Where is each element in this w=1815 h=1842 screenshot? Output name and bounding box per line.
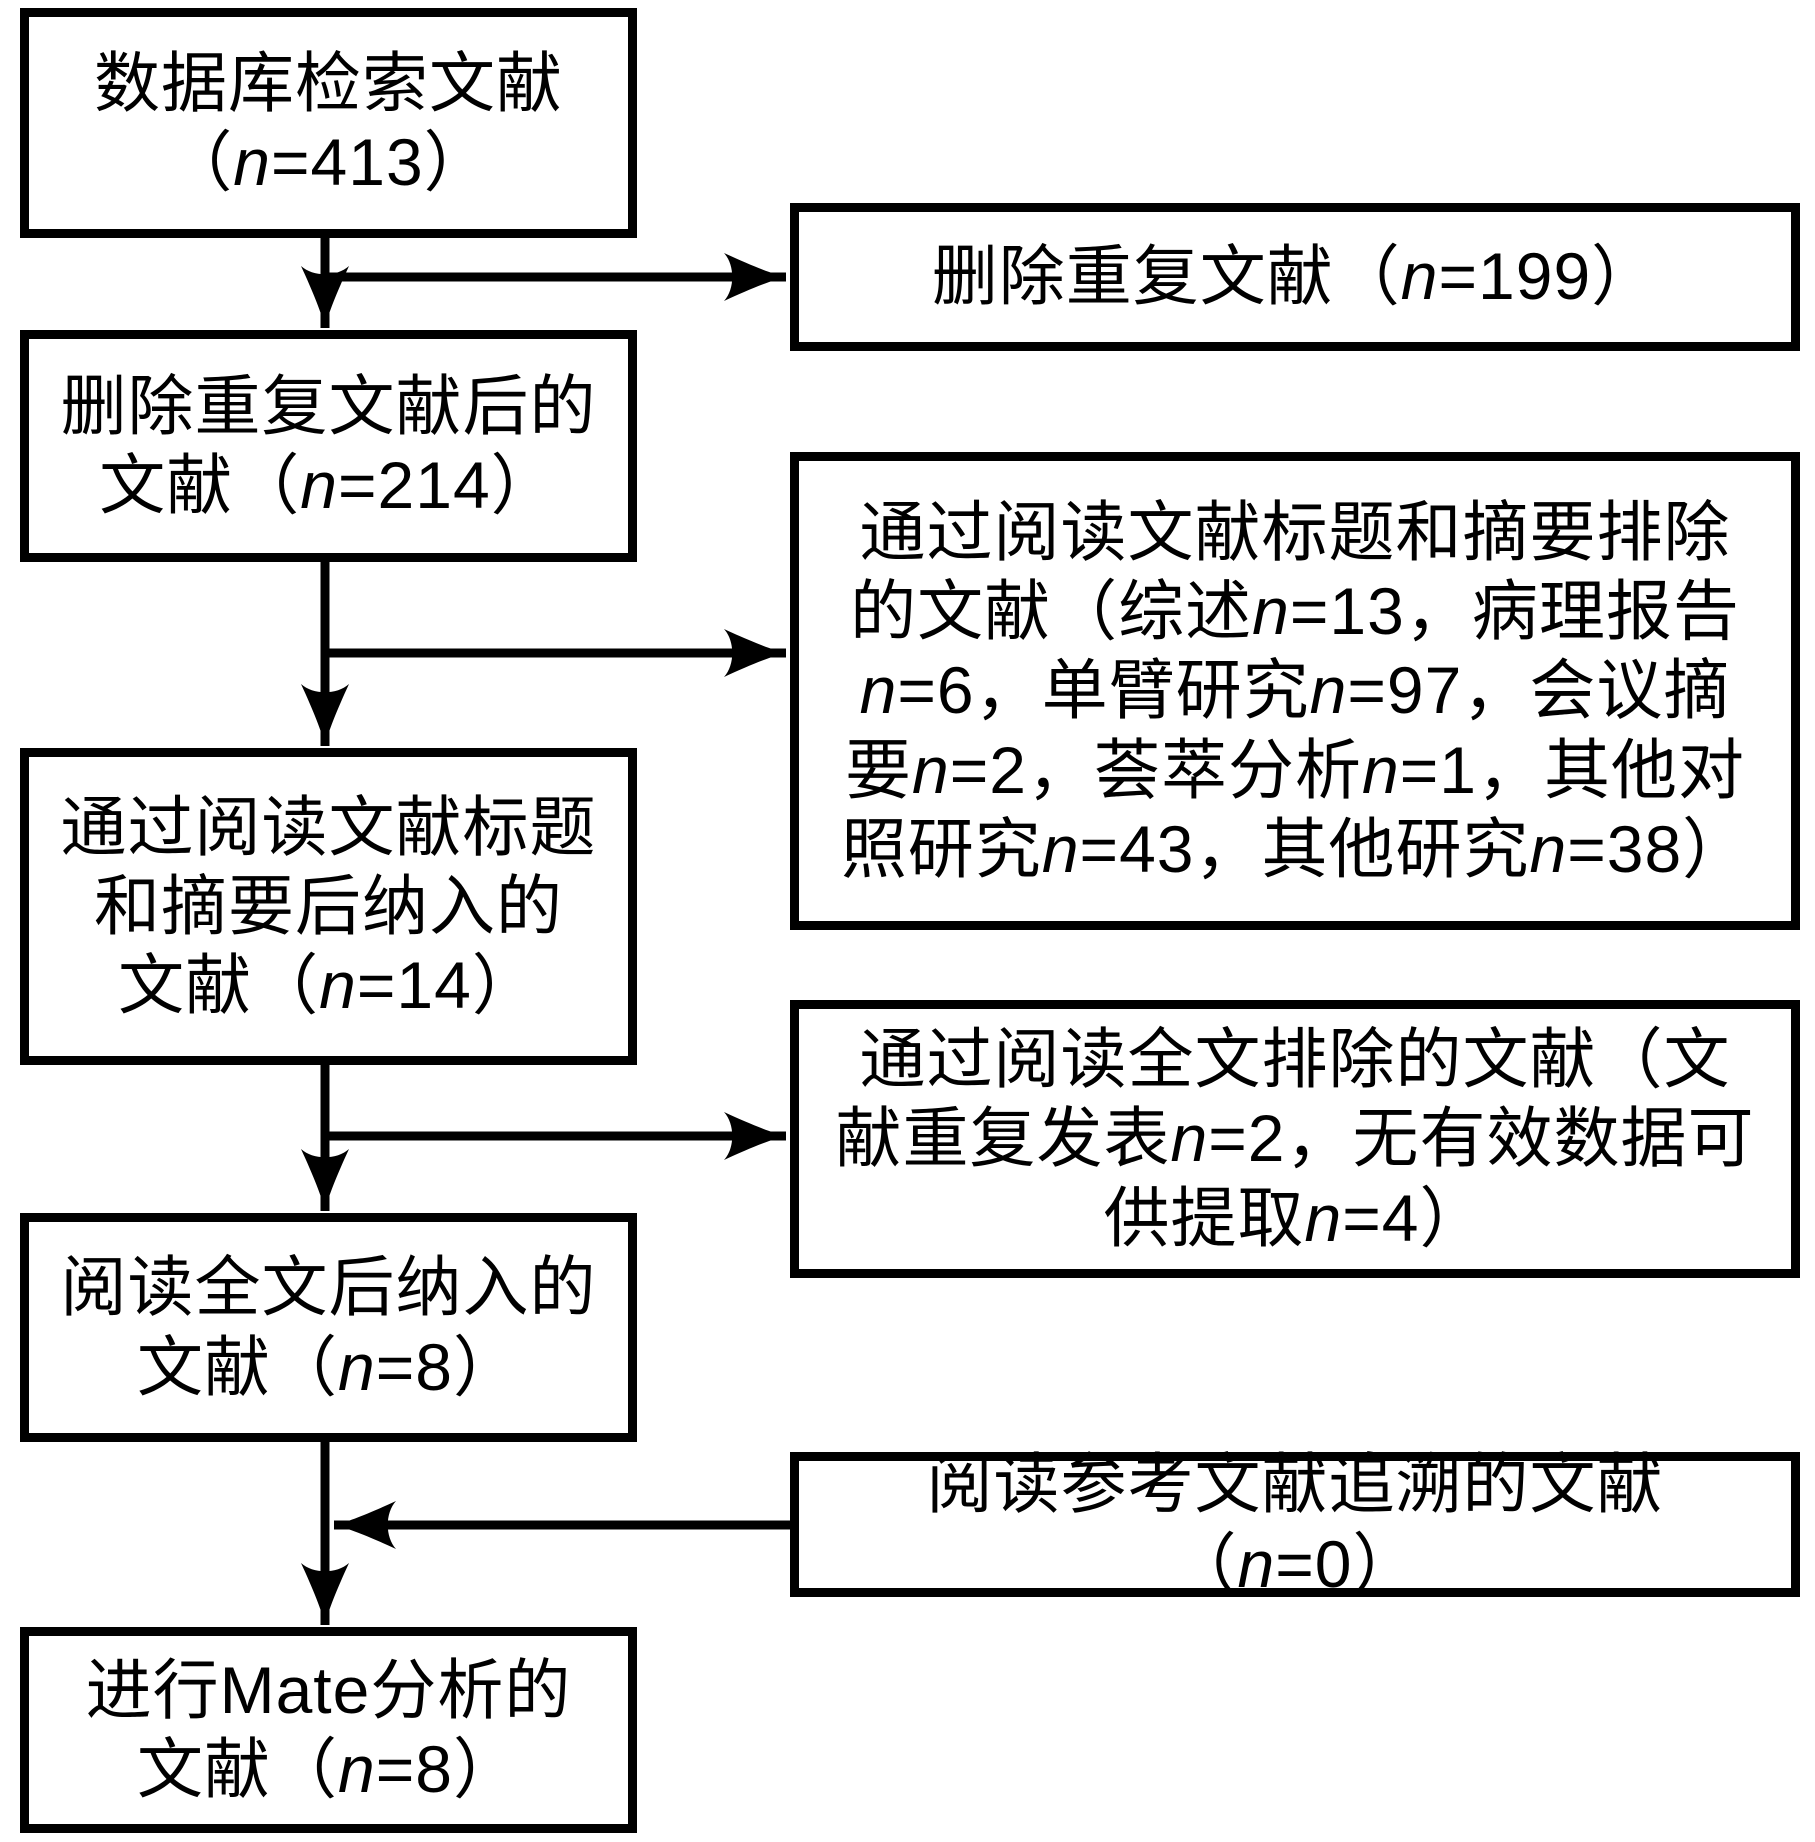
box-fulltext-included-label: 阅读全文后纳入的文献（n=8）	[60, 1250, 597, 1404]
box-title-abstract-included-label: 通过阅读文献标题和摘要后纳入的文献（n=14）	[60, 789, 597, 1023]
box-database-search: 数据库检索文献（n=413）	[20, 8, 637, 238]
box-after-dedup: 删除重复文献后的文献（n=214）	[20, 330, 637, 562]
box-duplicates-removed-label: 删除重复文献（n=199）	[931, 239, 1659, 314]
box-fulltext-included: 阅读全文后纳入的文献（n=8）	[20, 1213, 637, 1442]
box-database-search-label: 数据库检索文献（n=413）	[94, 45, 563, 199]
box-duplicates-removed: 删除重复文献（n=199）	[790, 203, 1800, 351]
box-fulltext-excluded: 通过阅读全文排除的文献（文献重复发表n=2，无有效数据可供提取n=4）	[790, 1000, 1800, 1278]
box-reference-tracing: 阅读参考文献追溯的文献（n=0）	[790, 1447, 1800, 1601]
box-fulltext-excluded-label: 通过阅读全文排除的文献（文献重复发表n=2，无有效数据可供提取n=4）	[835, 1022, 1755, 1255]
box-title-abstract-included: 通过阅读文献标题和摘要后纳入的文献（n=14）	[20, 748, 637, 1065]
box-reference-tracing-label: 阅读参考文献追溯的文献（n=0）	[926, 1447, 1664, 1601]
box-meta-analysis: 进行Mate分析的文献（n=8）	[20, 1627, 637, 1833]
box-after-dedup-label: 删除重复文献后的文献（n=214）	[60, 368, 597, 522]
box-meta-analysis-label: 进行Mate分析的文献（n=8）	[85, 1652, 572, 1806]
